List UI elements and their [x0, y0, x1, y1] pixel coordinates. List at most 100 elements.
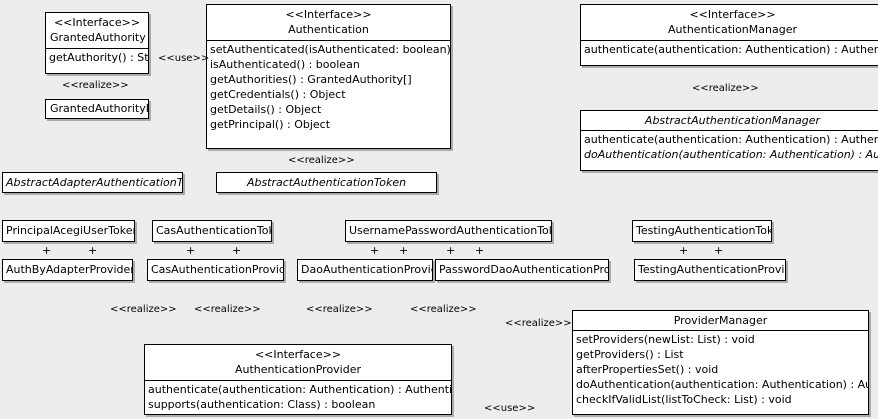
association-marker-plus: + — [370, 244, 380, 257]
class-box-abstract-authentication-manager[interactable]: AbstractAuthenticationManager authentica… — [580, 110, 878, 171]
class-name: TestingAuthenticationProvider — [638, 263, 785, 276]
class-name: AuthenticationProvider — [234, 363, 362, 376]
class-box-dao-authentication-provider[interactable]: DaoAuthenticationProvider — [297, 259, 433, 281]
association-marker-plus: + — [679, 244, 689, 257]
association-marker-plus: + — [42, 244, 52, 257]
operation-item: getAuthority() : String — [49, 51, 149, 64]
compartment-divider — [145, 380, 451, 381]
operation-item: getCredentials() : Object — [210, 88, 346, 101]
operation-item: authenticate(authentication: Authenticat… — [584, 43, 878, 56]
class-name: CasAuthenticationToken — [156, 224, 271, 237]
operation-item: supports(authentication: Class) : boolea… — [148, 398, 376, 411]
edge-label-realize-passworddaoauthenticationprovider: <<realize>> — [410, 304, 477, 315]
class-name: TestingAuthenticationToken — [636, 224, 772, 237]
operation-item: authenticate(authentication: Authenticat… — [584, 133, 878, 146]
compartment-divider — [207, 40, 450, 41]
class-name: AuthenticationManager — [668, 23, 797, 36]
class-box-granted-authority-impl[interactable]: GrantedAuthorityImpl — [45, 99, 149, 119]
edge-label-realize-authbyadapterprovider: <<realize>> — [110, 304, 177, 315]
operations-compartment: setProviders(newList: List) : void getPr… — [573, 331, 868, 408]
operation-item: getProviders() : List — [576, 348, 684, 361]
class-header: <<Interface>> AuthenticationManager — [581, 5, 878, 40]
operations-compartment: authenticate(authentication: Authenticat… — [145, 381, 451, 413]
class-box-auth-by-adapter-provider[interactable]: AuthByAdapterProvider — [2, 259, 133, 281]
operation-item: checkIfValidList(listToCheck: List) : vo… — [576, 393, 792, 406]
class-name: AbstractAdapterAuthenticationToken — [6, 176, 183, 189]
class-name: GrantedAuthorityImpl — [50, 102, 149, 115]
edge-label-realize-authenticationmanager: <<realize>> — [692, 83, 759, 94]
class-name: DaoAuthenticationProvider — [301, 263, 432, 276]
operation-item: afterPropertiesSet() : void — [576, 363, 719, 376]
operation-item: authenticate(authentication: Authenticat… — [148, 383, 452, 396]
edge-label-realize-testingauthenticationprovider: <<realize>> — [505, 318, 572, 329]
edge-label-realize-daoauthenticationprovider: <<realize>> — [306, 304, 373, 315]
class-name: Authentication — [288, 23, 369, 36]
class-header: <<Interface>> AuthenticationProvider — [145, 345, 451, 380]
class-name: ProviderManager — [673, 314, 768, 327]
stereotype-label: <<Interface>> — [254, 348, 342, 361]
compartment-divider — [573, 330, 868, 331]
operation-item: getDetails() : Object — [210, 103, 322, 116]
class-header: DaoAuthenticationProvider — [298, 260, 432, 279]
class-header: TestingAuthenticationProvider — [635, 260, 785, 279]
edge-label-realize-abstractauthenticationtoken: <<realize>> — [288, 155, 355, 166]
class-name: UsernamePasswordAuthenticationToken — [349, 224, 552, 237]
class-box-authentication-provider[interactable]: <<Interface>> AuthenticationProvider aut… — [144, 344, 452, 415]
compartment-divider — [581, 130, 878, 131]
operation-item: setProviders(newList: List) : void — [576, 333, 755, 346]
class-name: AbstractAuthenticationToken — [246, 176, 407, 189]
class-header: <<Interface>> Authentication — [207, 5, 450, 40]
class-box-principal-acegi-user-token[interactable]: PrincipalAcegiUserToken — [2, 220, 135, 242]
association-marker-plus: + — [475, 244, 485, 257]
class-box-granted-authority[interactable]: <<Interface>> GrantedAuthority getAuthor… — [45, 12, 149, 74]
class-box-abstract-authentication-token[interactable]: AbstractAuthenticationToken — [216, 172, 437, 193]
class-header: <<Interface>> GrantedAuthority — [46, 13, 148, 48]
edge-label-realize-grantedauthorityimpl: <<realize>> — [62, 80, 129, 91]
class-box-authentication[interactable]: <<Interface>> Authentication setAuthenti… — [206, 4, 451, 149]
class-header: GrantedAuthorityImpl — [46, 100, 148, 117]
class-header: AbstractAuthenticationToken — [217, 173, 436, 192]
class-name: PasswordDaoAuthenticationProvider — [439, 263, 609, 276]
operation-item: getAuthorities() : GrantedAuthority[] — [210, 73, 412, 86]
class-box-abstract-adapter-authentication-token[interactable]: AbstractAdapterAuthenticationToken — [2, 172, 183, 193]
compartment-divider — [46, 48, 148, 49]
operation-item: isAuthenticated() : boolean — [210, 58, 360, 71]
edge-label-use-providermanager: <<use>> — [484, 403, 536, 414]
class-box-cas-authentication-provider[interactable]: CasAuthenticationProvider — [147, 259, 284, 281]
class-box-provider-manager[interactable]: ProviderManager setProviders(newList: Li… — [572, 310, 869, 415]
class-name: AbstractAuthenticationManager — [644, 114, 821, 127]
class-header: TestingAuthenticationToken — [633, 221, 771, 240]
class-header: UsernamePasswordAuthenticationToken — [346, 221, 551, 240]
class-box-password-dao-authentication-provider[interactable]: PasswordDaoAuthenticationProvider — [435, 259, 609, 281]
class-header: AbstractAuthenticationManager — [581, 111, 878, 130]
class-name: AuthByAdapterProvider — [6, 263, 133, 276]
operation-item: doAuthentication(authentication: Authent… — [576, 378, 868, 391]
class-header: CasAuthenticationToken — [153, 221, 271, 240]
class-box-cas-authentication-token[interactable]: CasAuthenticationToken — [152, 220, 272, 242]
operations-compartment: setAuthenticated(isAuthenticated: boolea… — [207, 41, 450, 133]
class-name: CasAuthenticationProvider — [151, 263, 284, 276]
operations-compartment: getAuthority() : String — [46, 49, 148, 66]
class-box-testing-authentication-token[interactable]: TestingAuthenticationToken — [632, 220, 772, 242]
class-header: CasAuthenticationProvider — [148, 260, 283, 279]
class-header: PrincipalAcegiUserToken — [3, 221, 134, 240]
stereotype-label: <<Interface>> — [689, 8, 776, 21]
class-header: AuthByAdapterProvider — [3, 260, 132, 279]
operations-compartment: authenticate(authentication: Authenticat… — [581, 41, 878, 58]
association-marker-plus: + — [186, 244, 196, 257]
class-box-authentication-manager[interactable]: <<Interface>> AuthenticationManager auth… — [580, 4, 878, 66]
stereotype-label: <<Interface>> — [285, 8, 372, 21]
class-name: PrincipalAcegiUserToken — [6, 224, 135, 237]
operation-item: doAuthentication(authentication: Authent… — [584, 148, 878, 161]
edge-label-use-authentication-grantedauthority: <<use>> — [158, 53, 210, 64]
class-name: GrantedAuthority — [50, 31, 146, 44]
class-header: AbstractAdapterAuthenticationToken — [3, 173, 182, 192]
operations-compartment: authenticate(authentication: Authenticat… — [581, 131, 878, 163]
association-marker-plus: + — [714, 244, 724, 257]
operation-item: getPrincipal() : Object — [210, 118, 331, 131]
association-marker-plus: + — [88, 244, 98, 257]
class-box-testing-authentication-provider[interactable]: TestingAuthenticationProvider — [634, 259, 786, 281]
operation-item: setAuthenticated(isAuthenticated: boolea… — [210, 43, 451, 56]
class-box-username-password-authentication-token[interactable]: UsernamePasswordAuthenticationToken — [345, 220, 552, 242]
